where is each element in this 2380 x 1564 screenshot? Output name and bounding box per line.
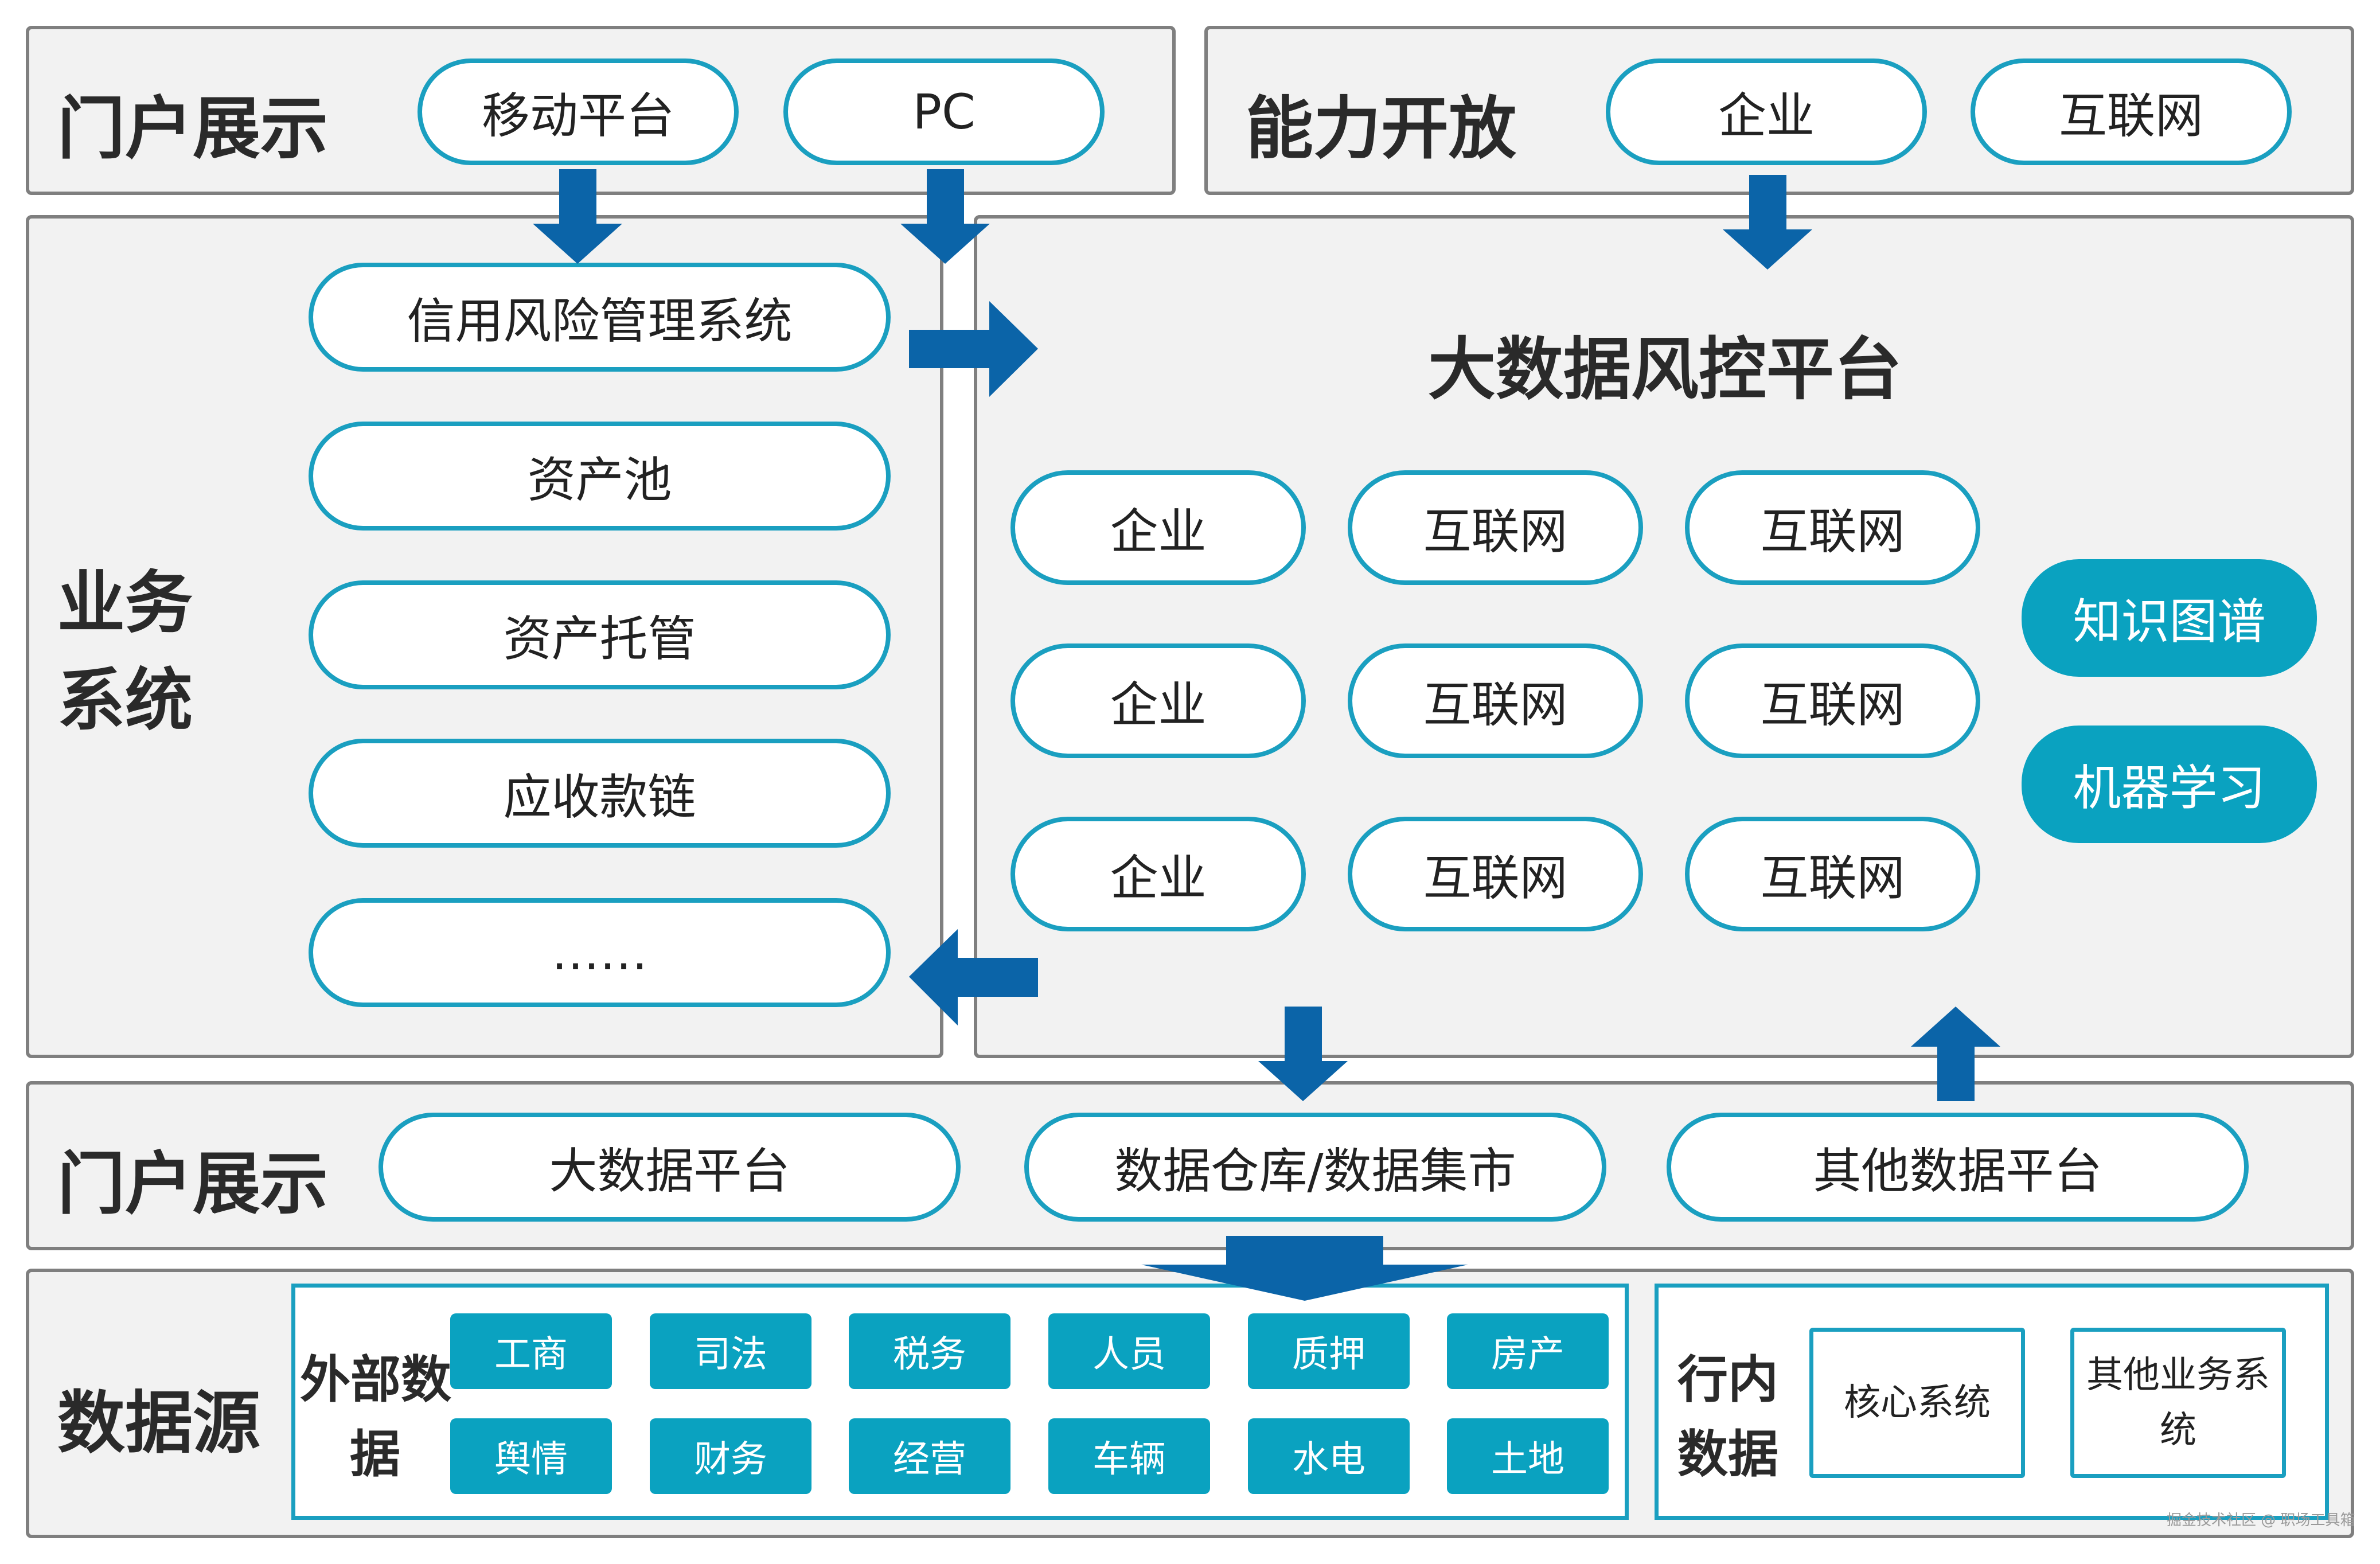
other-business-system-box[interactable]: 其他业务系 统 (2070, 1328, 2286, 1478)
ext-tag-pledge[interactable]: 质押 (1248, 1313, 1410, 1389)
business-item-more[interactable]: …… (309, 898, 891, 1007)
risk-grid-r2-c2[interactable]: 互联网 (1348, 643, 1643, 758)
machine-learning-button[interactable]: 机器学习 (2022, 726, 2317, 843)
bigdata-platform-item[interactable]: 大数据平台 (379, 1113, 961, 1222)
portal-top-title: 门户展示 (57, 89, 329, 168)
risk-platform-title: 大数据风控平台 (1428, 330, 1902, 409)
arrow-business-to-platform (909, 301, 1038, 397)
risk-grid-r1-c2[interactable]: 互联网 (1348, 470, 1643, 585)
portal-item-pc[interactable]: PC (783, 58, 1105, 165)
ext-tag-operations[interactable]: 经营 (849, 1418, 1010, 1494)
risk-grid-r1-c3[interactable]: 互联网 (1685, 470, 1980, 585)
internal-data-label-line2: 数据 (1677, 1425, 1779, 1484)
external-data-label-line1: 外部数 (300, 1350, 452, 1409)
arrow-platform-to-warehouse (1258, 1007, 1348, 1101)
risk-grid-r2-c1[interactable]: 企业 (1010, 643, 1306, 758)
risk-grid-r3-c3[interactable]: 互联网 (1685, 817, 1980, 931)
other-business-system-line1: 其他业务系 (2086, 1354, 2270, 1397)
internal-data-label-line1: 行内 (1677, 1350, 1779, 1409)
business-title-line2: 系统 (57, 661, 193, 740)
ext-tag-property[interactable]: 房产 (1447, 1313, 1609, 1389)
ext-tag-utilities[interactable]: 水电 (1248, 1418, 1410, 1494)
arrow-portal-to-datasource (1141, 1236, 1468, 1301)
ext-tag-vehicles[interactable]: 车辆 (1048, 1418, 1210, 1494)
capability-item-internet[interactable]: 互联网 (1971, 58, 2292, 165)
other-business-system-line2: 统 (2160, 1409, 2196, 1452)
portal-bottom-title: 门户展示 (57, 1144, 329, 1223)
datasource-title: 数据源 (57, 1383, 261, 1462)
ext-tag-finance[interactable]: 财务 (650, 1418, 811, 1494)
data-warehouse-item[interactable]: 数据仓库/数据集市 (1024, 1113, 1606, 1222)
capability-item-enterprise[interactable]: 企业 (1606, 58, 1927, 165)
risk-grid-r3-c1[interactable]: 企业 (1010, 817, 1306, 931)
risk-grid-r1-c1[interactable]: 企业 (1010, 470, 1306, 585)
ext-tag-business-registry[interactable]: 工商 (450, 1313, 612, 1389)
business-item-asset-custody[interactable]: 资产托管 (309, 580, 891, 689)
other-data-platform-item[interactable]: 其他数据平台 (1667, 1113, 2249, 1222)
capability-title: 能力开放 (1246, 89, 1517, 168)
arrow-other-platform-to-risk (1911, 1007, 2000, 1101)
watermark: 掘金技术社区 @ 职场工具箱 (2167, 1512, 2355, 1529)
core-system-box[interactable]: 核心系统 (1809, 1328, 2025, 1478)
ext-tag-tax[interactable]: 税务 (849, 1313, 1010, 1389)
ext-tag-personnel[interactable]: 人员 (1048, 1313, 1210, 1389)
portal-item-mobile[interactable]: 移动平台 (418, 58, 739, 165)
ext-tag-judicial[interactable]: 司法 (650, 1313, 811, 1389)
ext-tag-public-opinion[interactable]: 舆情 (450, 1418, 612, 1494)
business-item-credit-risk[interactable]: 信用风险管理系统 (309, 263, 891, 372)
business-item-receivables-chain[interactable]: 应收款链 (309, 739, 891, 848)
risk-grid-r3-c2[interactable]: 互联网 (1348, 817, 1643, 931)
arrow-platform-to-business (909, 929, 1038, 1025)
business-item-asset-pool[interactable]: 资产池 (309, 422, 891, 531)
arrow-mobile-to-business (533, 169, 622, 264)
arrow-capability-to-platform (1723, 175, 1812, 270)
ext-tag-land[interactable]: 土地 (1447, 1418, 1609, 1494)
knowledge-graph-button[interactable]: 知识图谱 (2022, 559, 2317, 677)
external-data-label-line2: 据 (350, 1425, 401, 1484)
risk-grid-r2-c3[interactable]: 互联网 (1685, 643, 1980, 758)
business-title-line1: 业务 (57, 563, 193, 642)
arrow-pc-to-business (900, 169, 990, 264)
